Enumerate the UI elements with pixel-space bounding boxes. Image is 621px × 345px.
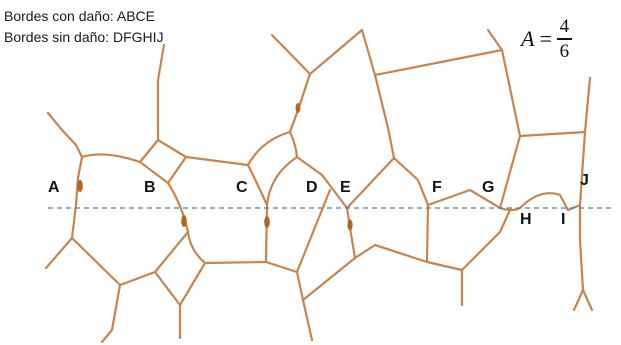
- edge-label-d: D: [306, 179, 318, 196]
- grain-boundary: [308, 28, 364, 76]
- grain-boundary: [301, 256, 357, 302]
- damage-mark-a: [77, 180, 83, 192]
- formula-equals: =: [539, 25, 552, 51]
- grain-boundary: [70, 230, 190, 287]
- grain-boundary: [301, 298, 314, 342]
- grain-boundary: [80, 153, 142, 164]
- damage-marks: [77, 103, 353, 231]
- grain-boundary: [295, 188, 332, 274]
- grain-boundary: [295, 155, 349, 210]
- grain-boundary: [572, 130, 587, 312]
- grain-boundary: [184, 155, 250, 167]
- grain-boundary: [270, 33, 312, 134]
- grain-boundary: [100, 283, 122, 344]
- grain-boundary: [425, 203, 430, 264]
- grain-boundary: [264, 203, 269, 264]
- grain-boundary: [44, 155, 84, 270]
- grain-boundary: [46, 111, 84, 159]
- damaged-edges-legend: Bordes con daño: ABCE: [4, 8, 155, 24]
- fraction-bar: [556, 38, 572, 40]
- damage-mark-b: [181, 215, 187, 227]
- formula-fraction: 4 6: [556, 16, 572, 62]
- grain-boundaries: [44, 28, 594, 344]
- grain-boundary: [153, 261, 207, 307]
- edge-label-h: H: [520, 211, 532, 228]
- formula-denominator: 6: [559, 40, 570, 62]
- damage-mark: [295, 103, 301, 113]
- grain-boundary: [156, 43, 166, 142]
- grain-boundary: [581, 288, 594, 312]
- grain-boundary: [353, 208, 512, 272]
- edge-label-b: B: [144, 179, 156, 196]
- grain-boundary: [518, 76, 592, 138]
- edge-label-c: C: [236, 179, 248, 196]
- grain-boundary: [246, 163, 269, 207]
- edge-label-e: E: [340, 179, 351, 196]
- grain-boundary: [138, 138, 188, 185]
- grain-boundary: [426, 188, 502, 210]
- grain-boundary: [203, 260, 305, 302]
- formula-numerator: 4: [559, 16, 570, 37]
- edge-label-g: G: [482, 179, 495, 196]
- damage-mark-e: [347, 219, 353, 231]
- edge-label-i: I: [561, 211, 566, 228]
- edge-label-j: J: [580, 172, 589, 189]
- damage-mark-c: [264, 216, 270, 228]
- grain-boundary: [345, 156, 430, 210]
- undamaged-edges-legend: Bordes sin daño: DFGHIJ: [4, 29, 164, 45]
- grain-boundary: [486, 28, 504, 52]
- grain-boundary: [373, 48, 522, 210]
- grain-boundary: [345, 206, 357, 260]
- edge-label-a: A: [48, 179, 60, 196]
- edge-label-f: F: [432, 179, 442, 196]
- formula-variable: A: [521, 25, 535, 51]
- grain-boundary: [360, 28, 396, 160]
- damage-fraction-formula: A = 4 6: [521, 17, 572, 61]
- grain-boundary: [246, 130, 299, 207]
